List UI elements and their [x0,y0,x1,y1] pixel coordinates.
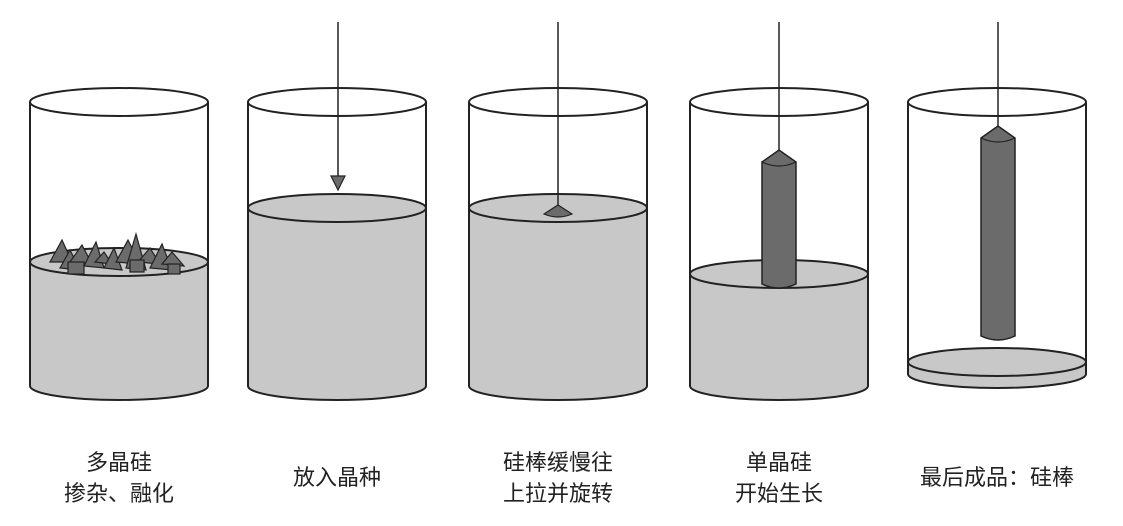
cylinder-rim [29,87,209,117]
step-3-cylinder [468,22,648,401]
liquid-surface [907,347,1087,377]
liquid-body [30,262,208,400]
step-4-caption: 单晶硅 开始生长 [734,451,823,507]
step-1-cylinder [29,87,209,401]
step-1-caption: 多晶硅 掺杂、融化 [63,451,174,507]
cylinder-base [29,385,209,401]
cylinder-base [468,385,648,401]
seed-crystal [542,204,574,218]
liquid-surface [247,193,427,223]
step-5-cylinder [907,22,1087,389]
step-5-caption: 最后成品：硅棒 [919,466,1074,491]
liquid-body [248,208,426,400]
liquid-body [690,274,868,400]
seed-crystal [330,175,346,192]
cylinder-base [247,385,427,401]
liquid-body [469,208,647,400]
step-2-cylinder [247,22,427,401]
silicon-rod [761,149,797,289]
cylinder-rim [907,87,1087,117]
step-4-cylinder [689,22,869,401]
cylinder-base [689,385,869,401]
cylinder-rim [247,87,427,117]
polysilicon-chunks [48,231,186,275]
step-3-caption: 硅棒缓慢往 上拉并旋转 [502,451,613,507]
silicon-rod [980,125,1016,341]
step-2-caption: 放入晶种 [292,466,381,491]
